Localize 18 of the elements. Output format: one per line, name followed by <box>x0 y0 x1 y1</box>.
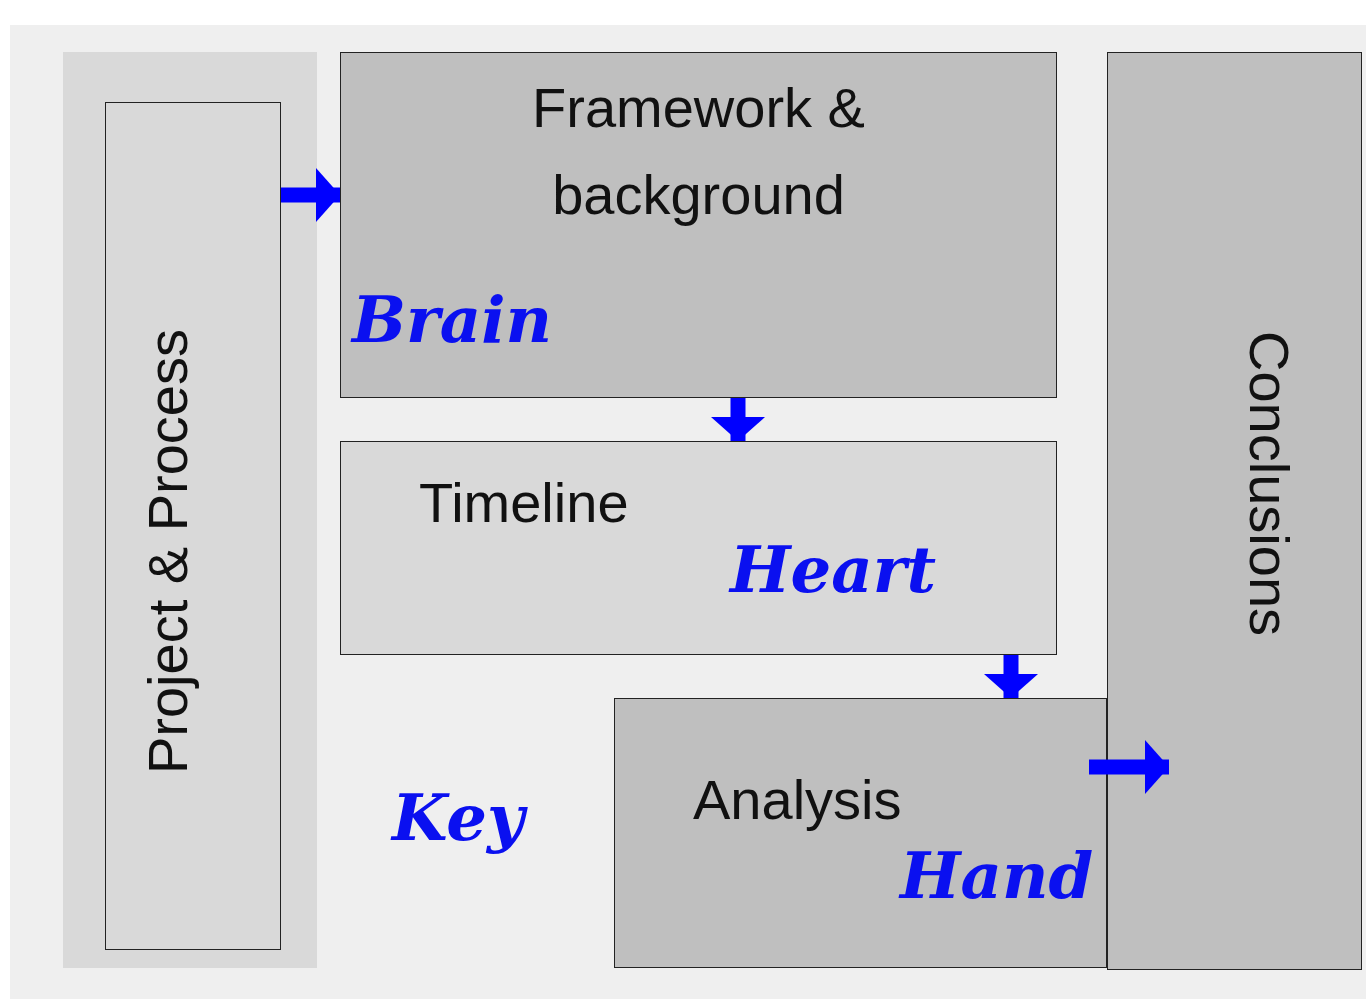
script-label: Hand <box>900 838 1094 913</box>
process-box <box>614 698 1107 968</box>
process-box <box>105 102 281 950</box>
box-label: Conclusions <box>1237 331 1303 637</box>
block-arrow <box>1089 740 1169 794</box>
box-label: Timeline <box>419 470 629 536</box>
band-background <box>63 52 317 968</box>
box-label: Project & Process <box>135 328 200 774</box>
block-arrow <box>281 168 340 222</box>
block-arrow <box>984 655 1038 698</box>
script-label: Heart <box>730 532 936 607</box>
box-label: Analysis <box>693 767 902 833</box>
process-box <box>340 441 1057 655</box>
process-box <box>340 52 1057 398</box>
process-box <box>1107 52 1362 970</box>
block-arrow <box>711 398 765 441</box>
box-label: Framework & background <box>531 75 866 228</box>
script-label: Brain <box>352 282 553 357</box>
